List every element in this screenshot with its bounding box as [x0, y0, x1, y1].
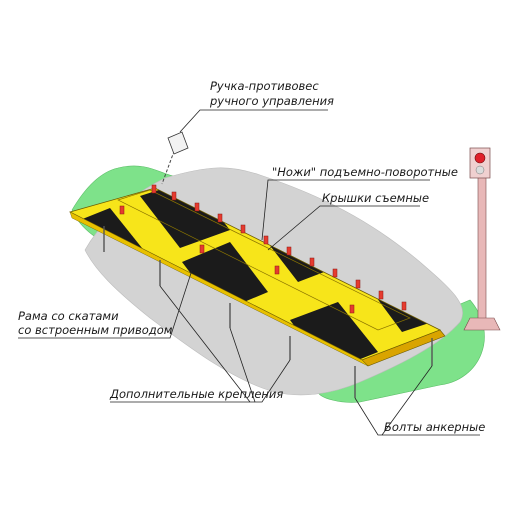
label-covers: Крышки съемные	[322, 191, 429, 205]
counterweight-handle-icon	[161, 131, 189, 185]
hazard-stripe	[290, 302, 378, 360]
labels: Ручка-противовес ручного управления "Нож…	[18, 79, 485, 434]
knife	[171, 191, 177, 201]
knife	[349, 304, 355, 314]
ramp-edge-left	[69, 211, 369, 367]
knives	[119, 184, 407, 314]
leader-extra-3	[110, 359, 291, 403]
leader-lines	[18, 109, 480, 436]
leader-manual-handle	[179, 109, 328, 133]
knife	[332, 268, 338, 278]
knife	[309, 257, 315, 267]
hazard-stripe	[182, 242, 268, 312]
label-manual-handle-2: ручного управления	[209, 94, 334, 108]
label-anchor-bolts: Болты анкерные	[384, 420, 485, 434]
knife	[151, 184, 157, 194]
knife	[286, 246, 292, 256]
knife	[240, 224, 246, 234]
leader-anchor-2	[381, 365, 433, 436]
knife	[378, 290, 384, 300]
label-knives: "Ножи" подъемно-поворотные	[272, 165, 458, 179]
knife	[274, 265, 280, 275]
leader-anchor-1	[354, 397, 480, 436]
label-frame-1: Рама со скатами	[18, 309, 119, 323]
knife	[217, 213, 223, 223]
removable-covers	[117, 189, 411, 331]
hazard-stripe	[140, 188, 230, 248]
knife	[355, 279, 361, 289]
knife	[194, 202, 200, 212]
anchor-bolts	[103, 226, 433, 398]
traffic-light-icon	[463, 147, 501, 331]
knife	[401, 301, 407, 311]
leader-extra-1	[159, 285, 251, 403]
knife	[263, 235, 269, 245]
leader-knives	[261, 179, 430, 241]
leader-frame	[18, 269, 193, 339]
label-frame-2: со встроенным приводом	[18, 323, 173, 337]
label-manual-handle-1: Ручка-противовес	[210, 79, 319, 93]
knife	[199, 244, 205, 254]
label-extra-fasteners: Дополнительные крепления	[109, 387, 283, 401]
leader-extra-2	[229, 327, 256, 403]
knife	[119, 205, 125, 215]
leader-covers	[267, 205, 420, 251]
